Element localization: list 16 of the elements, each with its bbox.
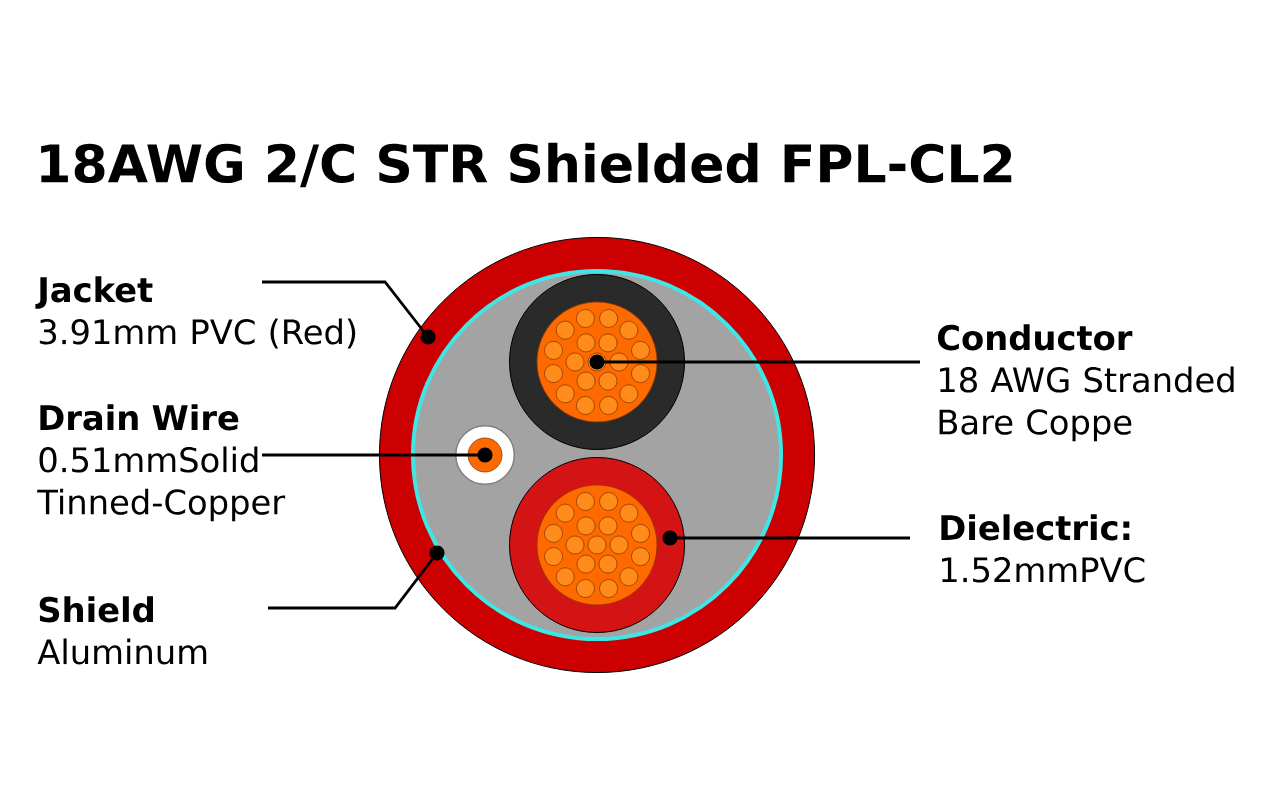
label-text: 1.52mmPVC (942, 557, 1145, 583)
label-heading: Shield (39, 596, 153, 623)
leader-line (262, 447, 493, 463)
label-text: 0.51mmSolid Tinned-Copper (37, 446, 286, 522)
leader-line (662, 530, 910, 546)
leader-line (589, 354, 920, 370)
label-text: 18 AWG Stranded Bare Coppe (939, 366, 1234, 442)
label-text: 3.91mm PVC (Red) (39, 318, 356, 349)
label-heading: Drain Wire (40, 404, 239, 431)
title: 18AWG 2/C STR Shielded FPL-CL2 (41, 142, 1012, 188)
label-heading: Conductor (937, 324, 1133, 351)
leader-line (262, 280, 436, 345)
leader-line (268, 545, 445, 610)
label-heading: Dielectric: (941, 514, 1130, 541)
label-heading: Jacket (35, 276, 153, 309)
label-text: Aluminum (37, 638, 207, 665)
